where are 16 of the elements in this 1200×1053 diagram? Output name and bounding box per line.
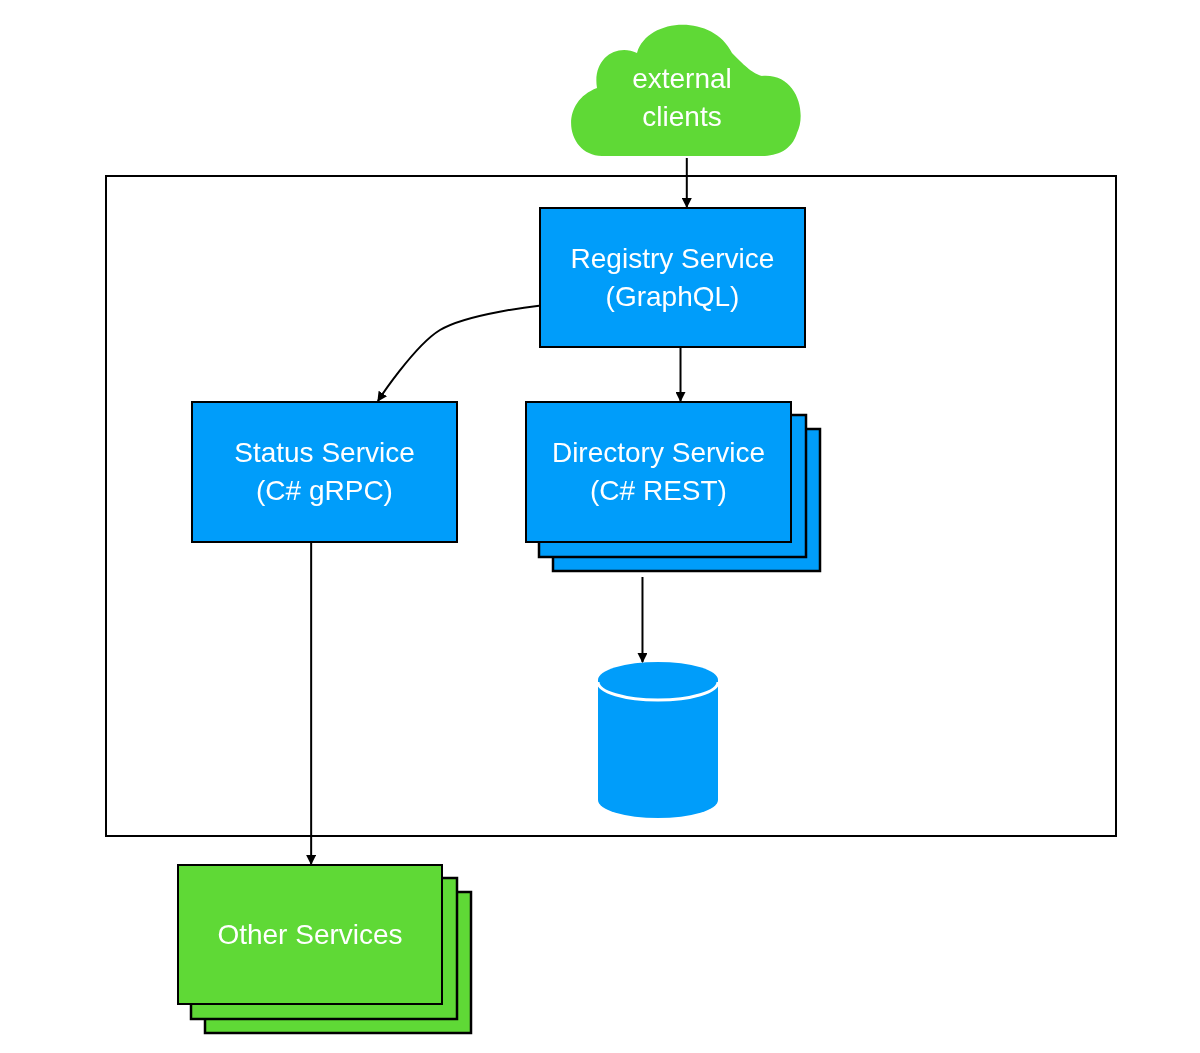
service-name: Other Services: [217, 917, 403, 952]
service-box: [191, 401, 458, 543]
arrow: [306, 542, 317, 865]
arrow: [376, 304, 540, 402]
arrow: [681, 157, 692, 208]
service-name: Directory Service (C# REST): [550, 436, 767, 508]
service-name: Status Service (C# gRPC): [233, 436, 416, 508]
service-box: [177, 864, 443, 1005]
arrow: [637, 576, 648, 663]
service-name: Registry Service (GraphQL): [569, 241, 776, 314]
system-boundary: [105, 175, 1117, 837]
service-box: [539, 207, 806, 348]
service-box: [525, 401, 792, 543]
arrow: [675, 347, 686, 402]
cloud-label: external clients: [631, 62, 733, 134]
database-cylinder: [598, 662, 718, 818]
